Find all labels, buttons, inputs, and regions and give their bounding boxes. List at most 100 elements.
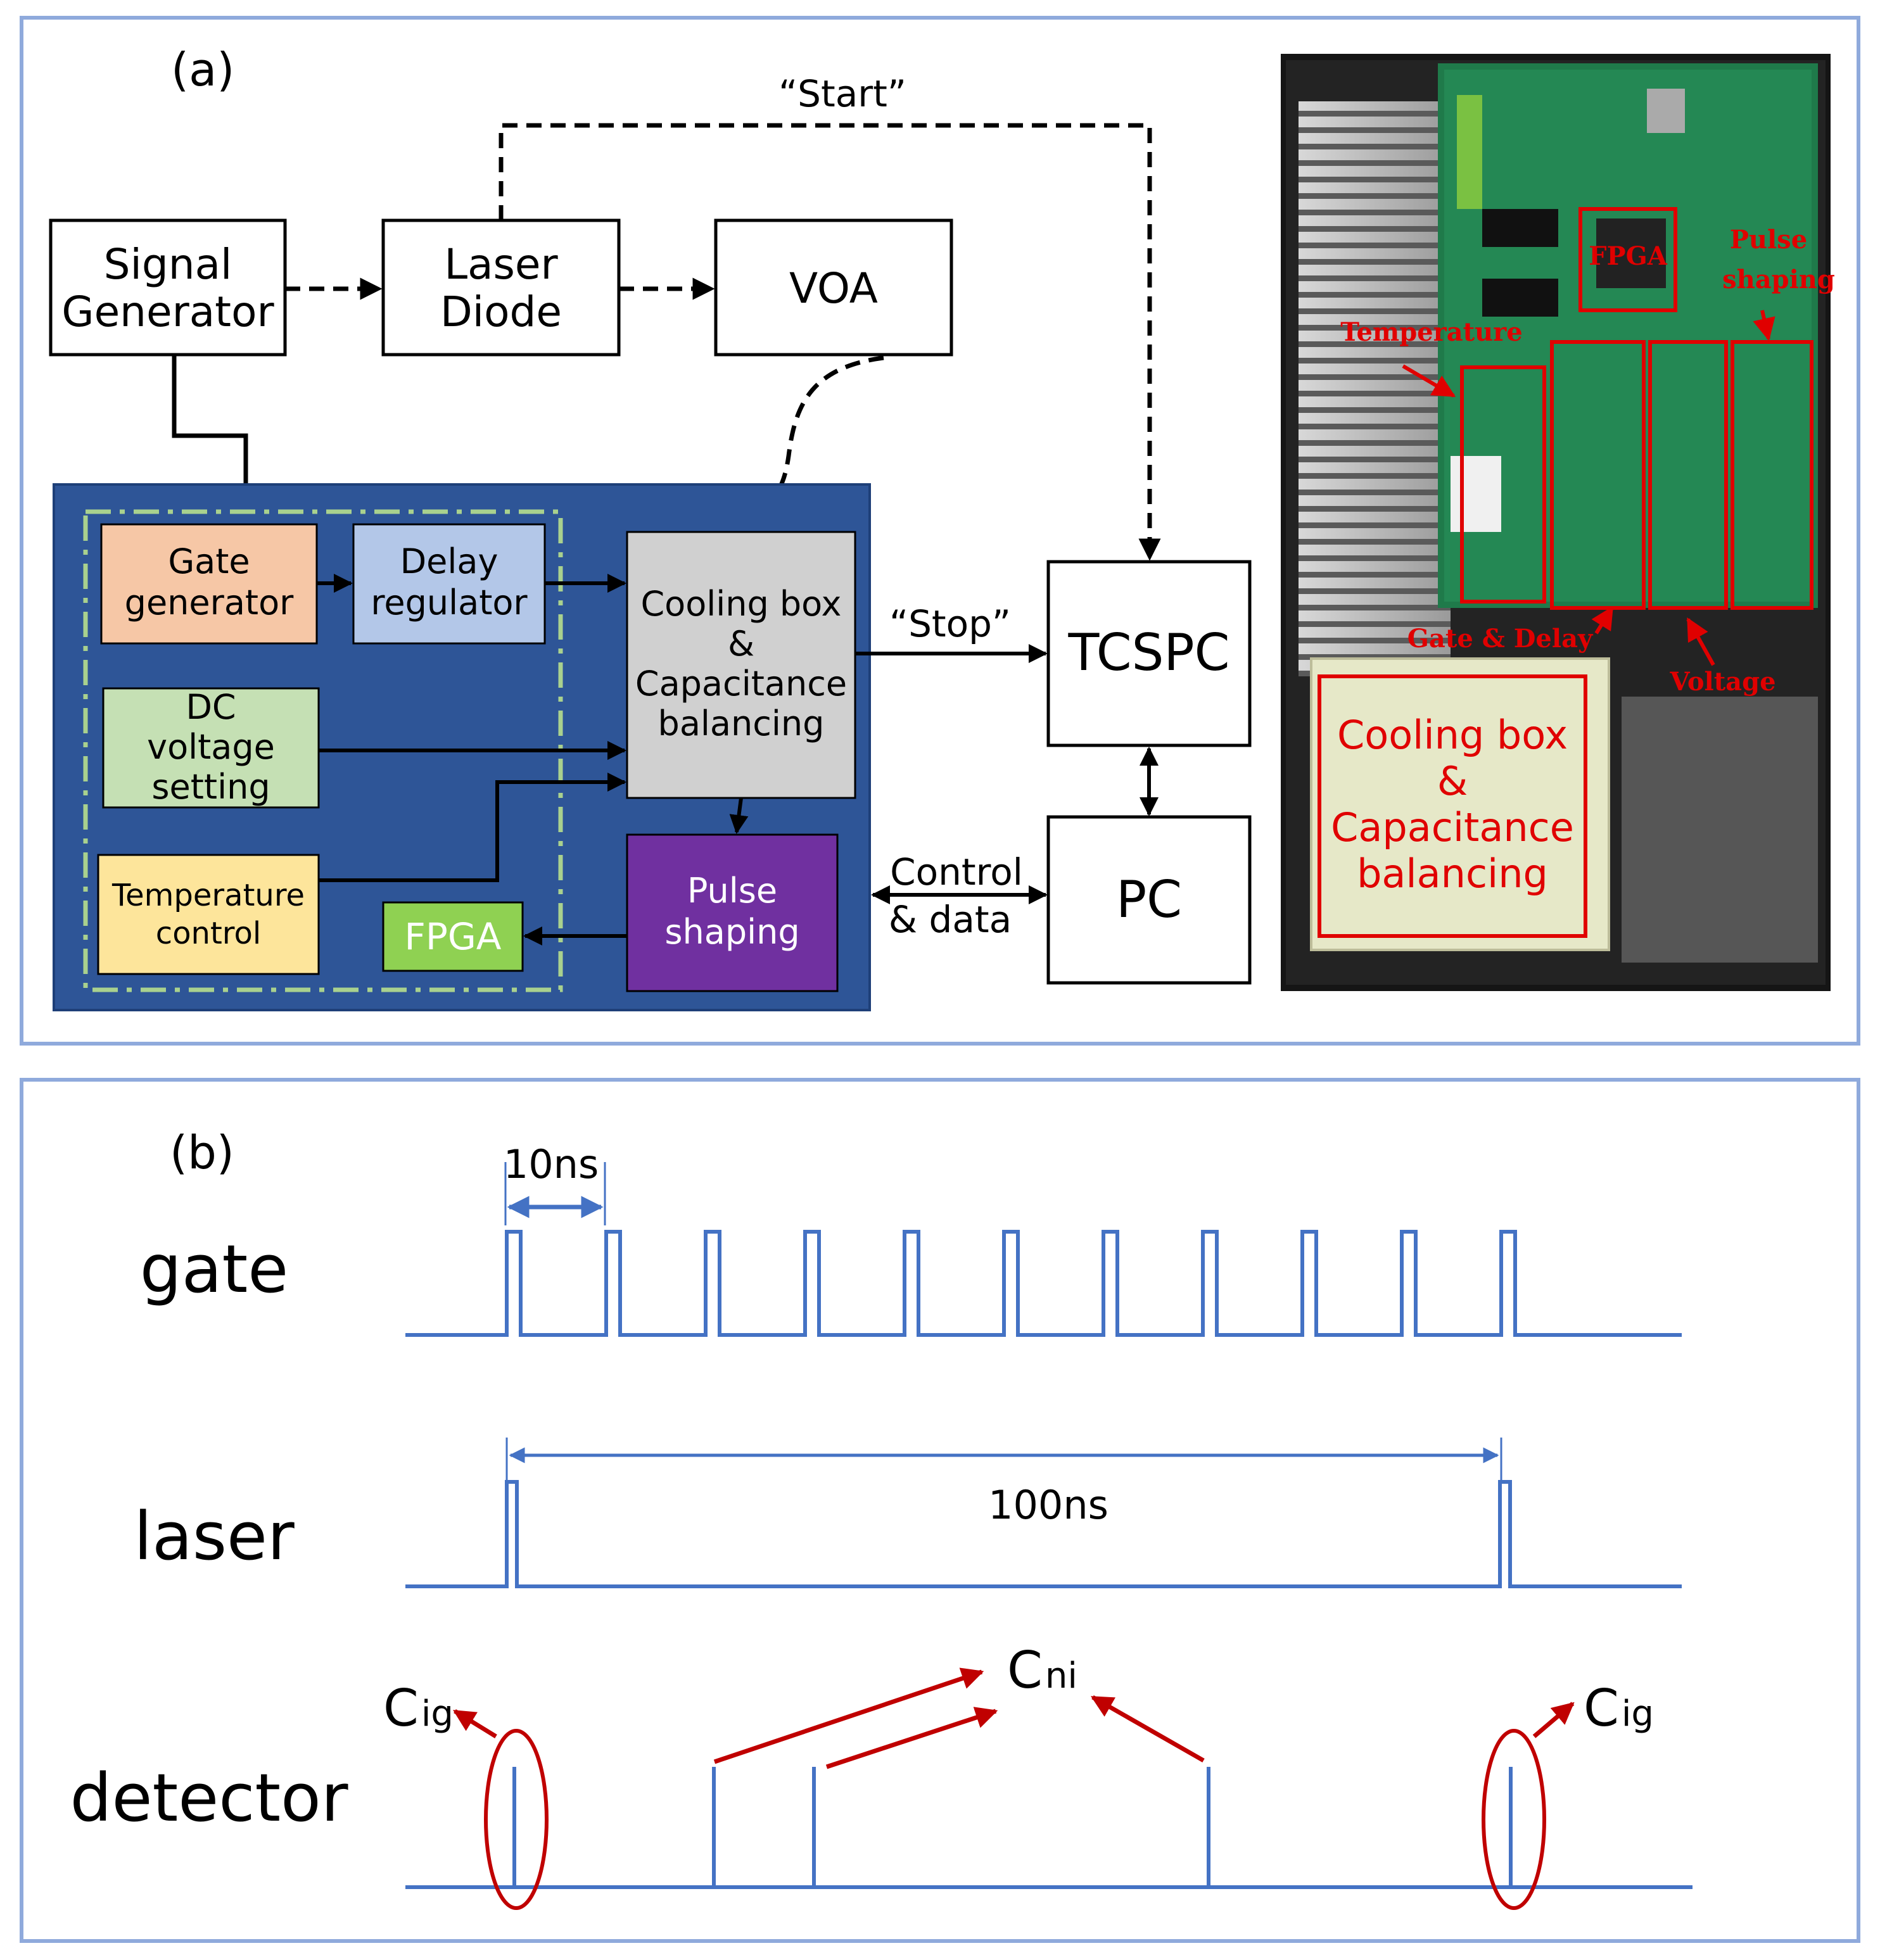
heat-sink-fin [1299, 111, 1451, 117]
heat-sink-fin [1299, 490, 1451, 495]
cooling-box-block: Cooling box & Capacitance balancing [626, 531, 856, 799]
heat-sink-fin [1299, 440, 1451, 446]
heat-sink-fin [1299, 407, 1451, 413]
svg-text:PC: PC [1116, 870, 1182, 929]
heat-sink-fin [1299, 539, 1451, 545]
photo-temperature-label: Temperature [1340, 317, 1522, 347]
pulse-shaping-block: Pulse shaping [626, 833, 839, 992]
panel-a: (a) Signal Generator Laser Diode VOA “St… [20, 16, 1860, 1046]
gate-period-label: 10ns [504, 1141, 599, 1187]
heat-sink-fin [1299, 424, 1451, 429]
heat-sink-fin [1299, 127, 1451, 133]
gate-waveform [405, 1230, 1682, 1337]
gate-row-label: gate [140, 1230, 289, 1308]
heat-sink-fin [1299, 210, 1451, 215]
heat-sink-fin [1299, 325, 1451, 331]
heat-sink-fin [1299, 506, 1451, 512]
svg-text:TCSPC: TCSPC [1068, 623, 1230, 682]
dc-voltage-block: DC voltage setting [102, 687, 320, 809]
cig-left-ellipse [484, 1729, 549, 1910]
svg-text:setting: setting [151, 767, 270, 807]
svg-text:regulator: regulator [371, 583, 528, 623]
heat-sink-fin [1299, 473, 1451, 479]
heat-sink-fin [1299, 292, 1451, 298]
laser-waveform [405, 1480, 1682, 1588]
heat-sink-fin [1299, 160, 1451, 166]
heat-sink-fin [1299, 259, 1451, 265]
heat-sink-fin [1299, 226, 1451, 232]
svg-text:&: & [728, 624, 754, 664]
heat-sink-fin [1299, 605, 1451, 610]
tcspc-block: TCSPC [1046, 560, 1252, 747]
heat-sink-fin [1299, 275, 1451, 281]
heat-sink-fin [1299, 621, 1451, 627]
heat-sink-fin [1299, 588, 1451, 594]
heat-sink-fin [1299, 638, 1451, 643]
svg-text:Gate: Gate [168, 541, 250, 581]
start-label: “Start” [778, 72, 906, 115]
heat-sink [1299, 101, 1451, 676]
fpga-domain-outline [83, 509, 563, 992]
cig-left-label: Cig [383, 1679, 454, 1738]
laser-diode-block: Laser Diode [381, 218, 621, 357]
cni-arrow-2 [825, 1707, 998, 1769]
cni-label: Cni [1007, 1641, 1077, 1700]
svg-text:control: control [156, 916, 261, 951]
laser-period-label: 100ns [988, 1482, 1108, 1528]
svg-text:Delay: Delay [400, 541, 499, 581]
heat-sink-fin [1299, 374, 1451, 380]
detector-row-label: detector [70, 1759, 348, 1837]
photo-pulse-label-1: Pulse [1730, 225, 1807, 255]
cni-arrow-3 [1090, 1695, 1205, 1763]
voa-block: VOA [714, 218, 953, 357]
arrow-cooling-to-pulse [729, 797, 749, 834]
svg-text:Laser: Laser [444, 240, 558, 289]
heat-sink-fin [1299, 457, 1451, 462]
svg-text:Cooling box: Cooling box [640, 584, 841, 624]
cig-right-ellipse [1482, 1729, 1546, 1910]
svg-text:Generator: Generator [61, 288, 274, 336]
svg-text:Temperature: Temperature [111, 878, 305, 913]
heat-sink-fin [1299, 391, 1451, 396]
photo-cooling-label-2: & [1437, 758, 1468, 804]
svg-text:Diode: Diode [440, 288, 562, 336]
cig-right-label: Cig [1584, 1679, 1654, 1738]
svg-text:VOA: VOA [789, 264, 878, 313]
heat-sink-fin [1299, 308, 1451, 314]
photo-cooling-box-outline [1318, 674, 1587, 938]
control-data-label-1: Control [890, 850, 1023, 894]
gate-generator-block: Gate generator [100, 523, 318, 645]
heat-sink-fin [1299, 243, 1451, 248]
heat-sink-fin [1299, 555, 1451, 561]
signal-generator-block: Signal Generator [49, 218, 287, 357]
siggen-to-gate-path [172, 355, 257, 512]
svg-text:Signal: Signal [104, 240, 232, 289]
svg-text:balancing: balancing [658, 704, 825, 743]
photo-temperature-box [1460, 365, 1546, 604]
heat-sink-fin [1299, 654, 1451, 660]
panel-a-frame [20, 16, 1860, 1046]
start-signal-path [499, 123, 1161, 561]
cni-arrow-1 [713, 1667, 984, 1764]
heat-sink-fin [1299, 522, 1451, 528]
heat-sink-fin [1299, 341, 1451, 347]
temperature-control-block: Temperature control [97, 854, 320, 975]
pc-block: PC [1046, 815, 1252, 985]
cig-left-arrow [453, 1709, 497, 1738]
svg-text:Capacitance: Capacitance [635, 664, 847, 704]
delay-regulator-block: Delay regulator [352, 523, 546, 645]
stop-label: “Stop” [889, 602, 1011, 645]
heat-sink-fin [1299, 144, 1451, 149]
photo-pulse-box [1731, 340, 1813, 610]
panel-a-label: (a) [171, 43, 234, 96]
svg-text:voltage: voltage [147, 727, 275, 767]
photo-cooling-label-1: Cooling box [1337, 712, 1568, 758]
cig-right-arrow [1532, 1702, 1575, 1738]
photo-cooling-label-3: Capacitance [1331, 804, 1574, 850]
photo-voltage-label: Voltage [1669, 667, 1775, 697]
laser-row-label: laser [134, 1498, 295, 1575]
svg-text:DC: DC [186, 687, 236, 727]
photo-fpga-box [1578, 207, 1677, 312]
photo-cooling-box [1310, 657, 1610, 951]
photo-fpga-label: FPGA [1589, 241, 1668, 271]
